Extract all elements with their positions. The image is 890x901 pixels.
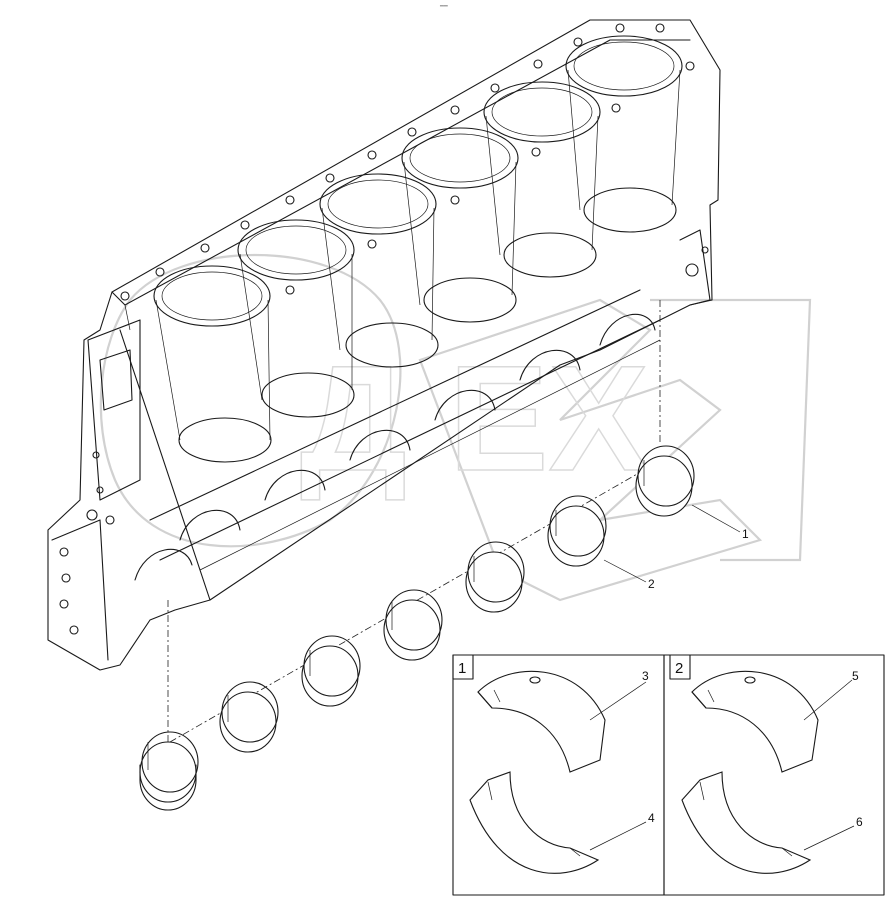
bearing-shell <box>139 731 199 811</box>
upper-bearing-half <box>691 670 819 773</box>
callout-3: 3 <box>642 669 649 683</box>
bearing-shell <box>635 445 695 517</box>
callout-2-leader <box>603 559 647 583</box>
bearing-shell <box>219 681 279 753</box>
head-bolt-holes <box>120 23 695 301</box>
cylinder-walls <box>155 69 681 463</box>
header-mark: ▔▔ <box>439 5 448 12</box>
front-plate-holes <box>59 451 115 635</box>
callout-1: 1 <box>742 527 749 541</box>
bearing-shell <box>383 589 443 661</box>
callout-4-leader <box>589 821 647 851</box>
callout-3-leader <box>589 681 647 721</box>
callout-4: 4 <box>648 811 655 825</box>
detail-label-2: 2 <box>675 660 683 677</box>
callout-6-leader <box>803 825 855 851</box>
main-bearing-saddles <box>134 313 656 581</box>
callout-2: 2 <box>648 577 655 591</box>
cylinder-bores <box>153 35 683 327</box>
lower-bearing-half <box>469 771 600 874</box>
bearing-shell <box>465 541 525 613</box>
callout-1-leader <box>691 504 741 533</box>
detail-box-1: 1 3 4 <box>452 654 665 896</box>
cylinder-block <box>47 19 721 671</box>
callout-6: 6 <box>856 815 863 829</box>
main-bearing-shells <box>139 445 695 811</box>
lower-bearing-half <box>681 771 812 874</box>
detail-box-2: 2 5 6 <box>663 654 885 896</box>
watermark-text: Д ЕХ <box>300 334 649 502</box>
upper-bearing-half <box>477 670 606 773</box>
bearing-shell <box>547 495 607 567</box>
watermark: Д ЕХ <box>99 253 812 602</box>
callout-5-leader <box>803 679 853 721</box>
bearing-shell <box>301 635 361 707</box>
detail-label-1: 1 <box>458 660 466 677</box>
callout-5: 5 <box>852 669 859 683</box>
